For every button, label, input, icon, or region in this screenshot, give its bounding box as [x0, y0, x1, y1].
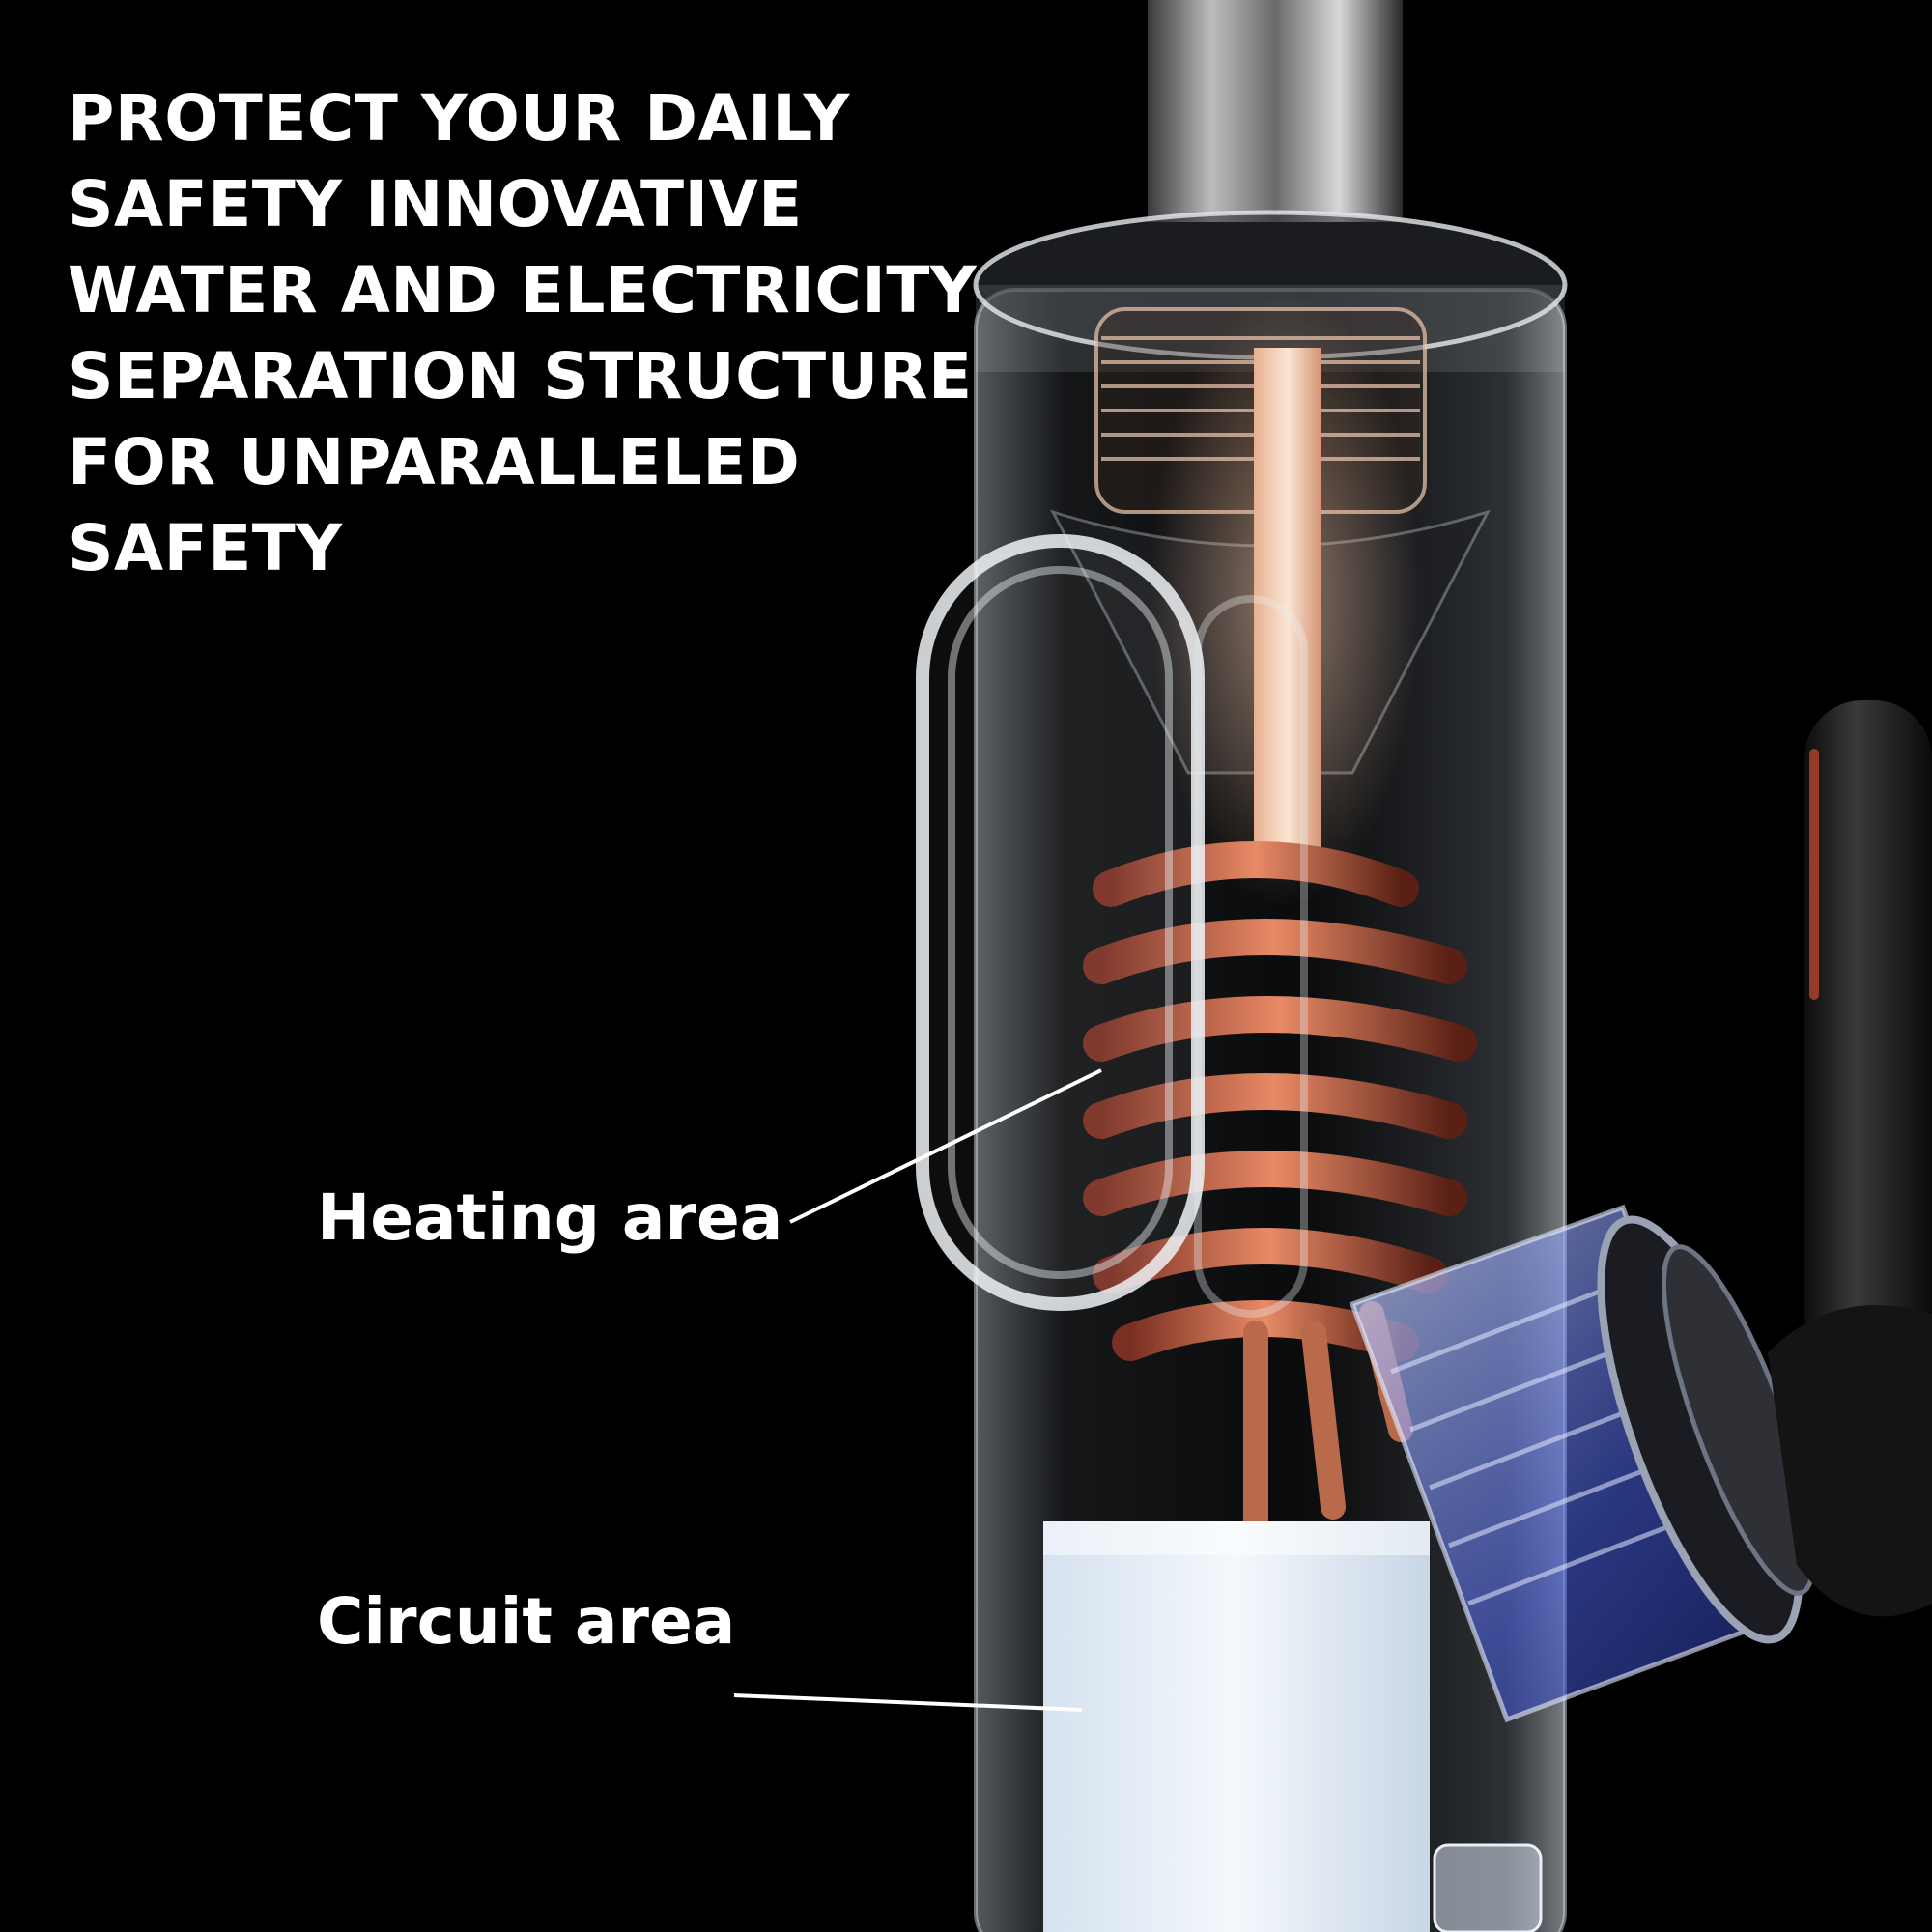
oval-window: [916, 534, 1205, 1311]
copper-rod: [1254, 348, 1321, 850]
headline-line: WATER AND ELECTRICITY: [68, 253, 978, 327]
headline: PROTECT YOUR DAILY SAFETY INNOVATIVE WAT…: [68, 75, 995, 591]
headline-line: SAFETY: [68, 511, 343, 585]
circuit-callout-line: [733, 1693, 1083, 1712]
heating-area-label: Heating area: [317, 1180, 783, 1255]
headline-line: SAFETY INNOVATIVE: [68, 167, 803, 242]
steel-tube: [1148, 0, 1403, 222]
headline-line: SEPARATION STRUCTURE: [68, 339, 973, 413]
heating-callout-line: [789, 1068, 1102, 1224]
valve-cartridge: [1349, 1204, 1817, 1723]
headline-line: PROTECT YOUR DAILY: [68, 81, 850, 156]
circuit-block: [1043, 1521, 1430, 1932]
lever-handle: [1768, 700, 1932, 1617]
bottom-glass: [1433, 1843, 1543, 1932]
headline-line: FOR UNPARALLELED: [68, 425, 801, 499]
circuit-area-label: Circuit area: [317, 1584, 736, 1659]
